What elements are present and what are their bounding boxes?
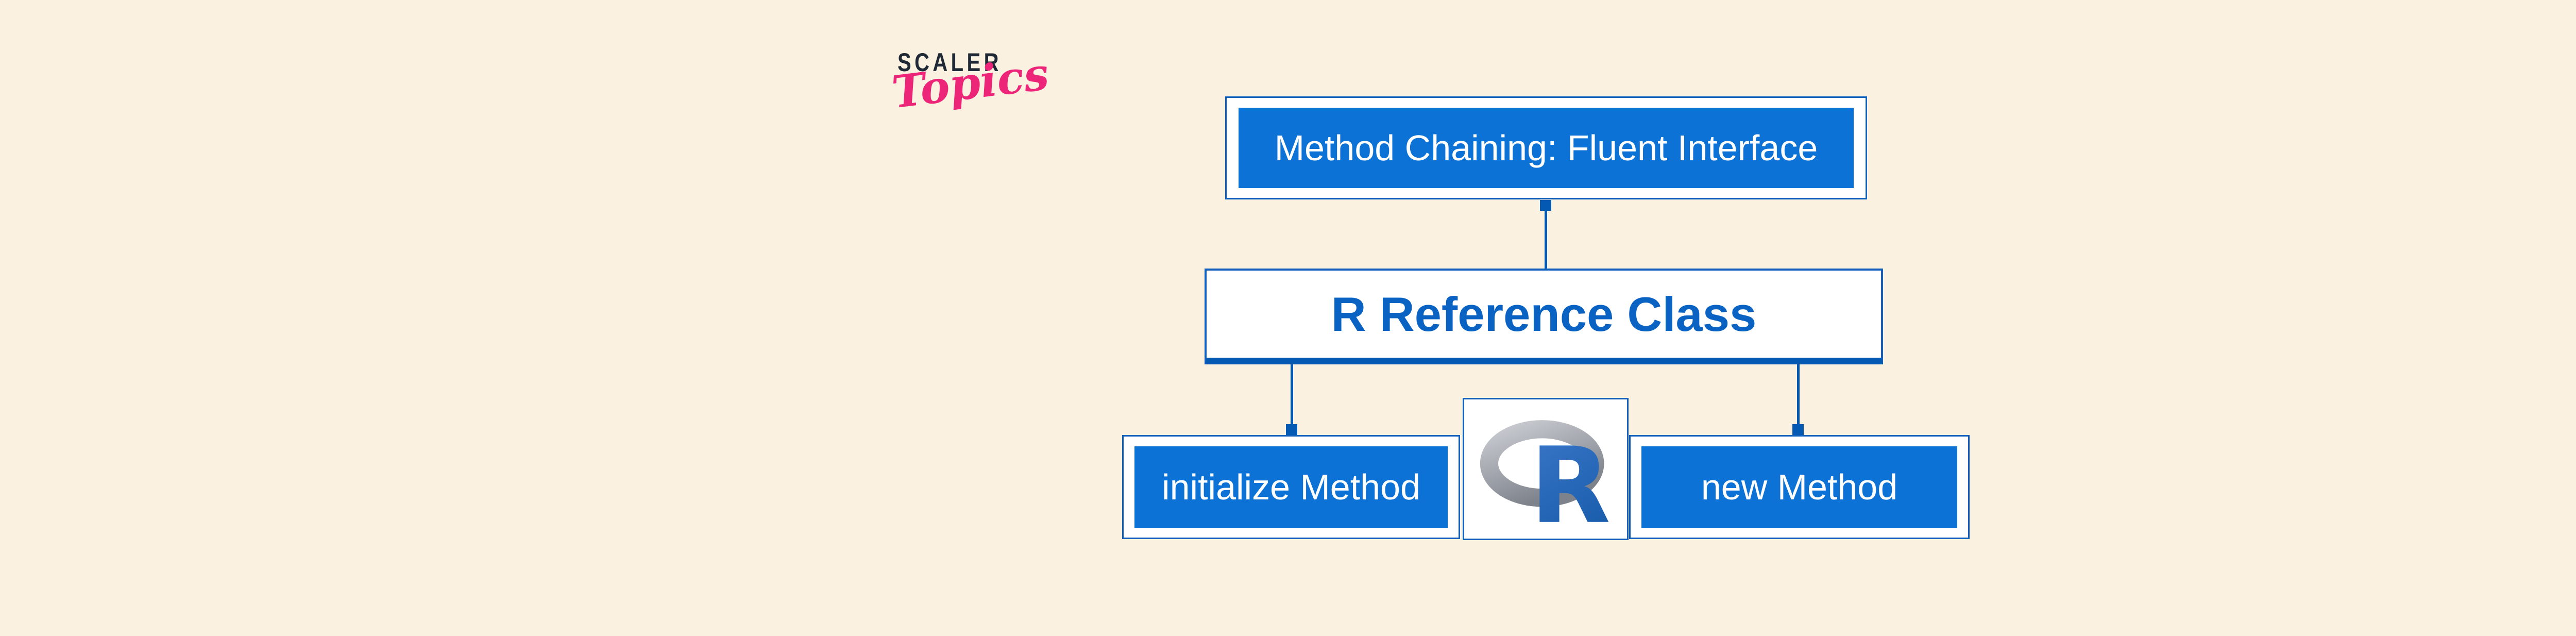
r-logo-letter: R xyxy=(1530,425,1611,547)
node-r-reference-class: R Reference Class xyxy=(1205,269,1883,364)
node-method-chaining-label: Method Chaining: Fluent Interface xyxy=(1274,128,1818,168)
r-logo-ring xyxy=(1480,420,1604,507)
connector-new-nub xyxy=(1792,424,1804,435)
node-method-chaining: Method Chaining: Fluent Interface xyxy=(1225,96,1867,199)
node-new-method-label: new Method xyxy=(1701,467,1898,507)
node-method-chaining-fill: Method Chaining: Fluent Interface xyxy=(1239,108,1854,188)
connector-class-to-initialize xyxy=(1291,363,1293,425)
node-new-method: new Method xyxy=(1629,435,1970,539)
node-new-method-fill: new Method xyxy=(1641,446,1957,528)
scaler-topics-logo: SCALER Topics xyxy=(889,47,1052,119)
brand-name-text: SCALER xyxy=(897,48,1002,77)
connector-root-to-class xyxy=(1545,200,1547,270)
node-r-reference-class-label: R Reference Class xyxy=(1331,287,1757,341)
node-initialize-method: initialize Method xyxy=(1122,435,1460,539)
connector-initialize-nub xyxy=(1286,424,1297,435)
node-initialize-method-fill: initialize Method xyxy=(1134,446,1448,528)
connector-root-nub xyxy=(1540,200,1551,211)
connector-class-to-new xyxy=(1797,363,1800,425)
node-initialize-method-label: initialize Method xyxy=(1162,467,1420,507)
node-r-logo: R xyxy=(1463,398,1629,547)
r-language-logo-icon: R xyxy=(1480,420,1611,547)
